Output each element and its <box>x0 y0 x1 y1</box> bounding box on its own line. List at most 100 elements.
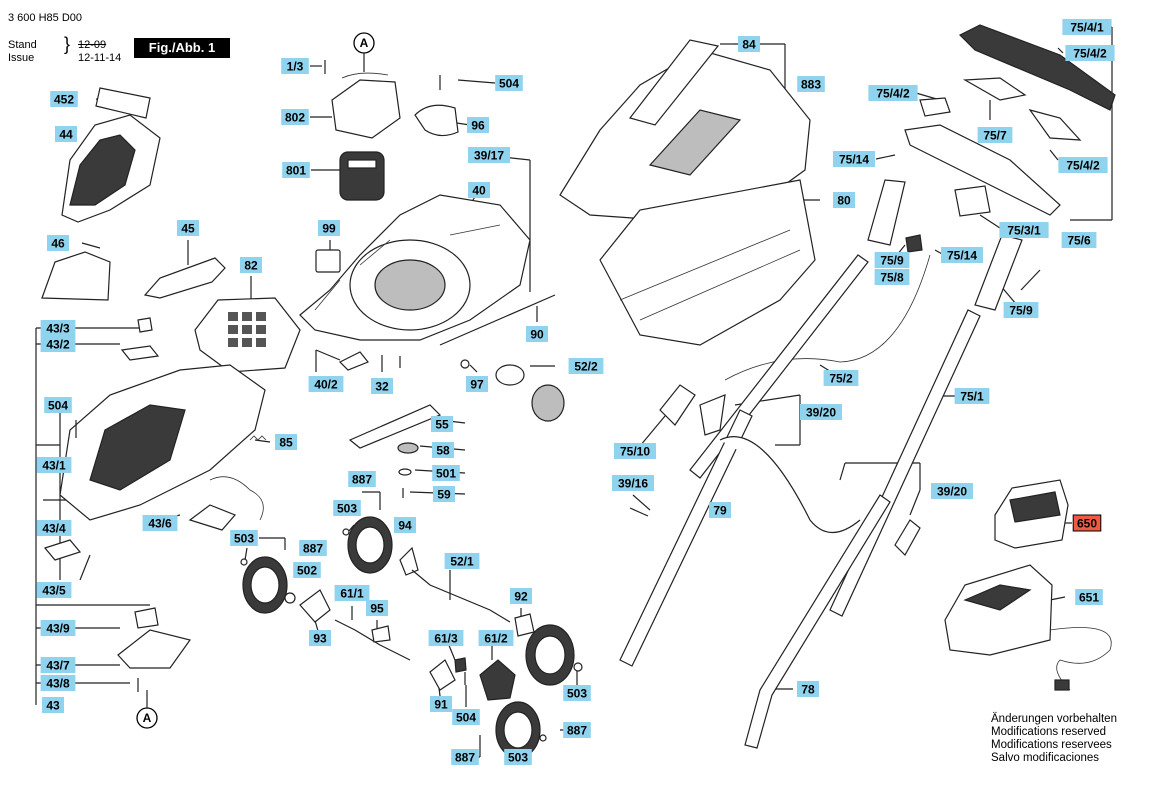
part-label-box <box>823 370 859 386</box>
part-label-text: 39/20 <box>806 406 836 420</box>
part-label: 504 <box>44 397 72 413</box>
part-label: 96 <box>467 117 489 133</box>
part-label: 802 <box>281 109 309 125</box>
part-label-box <box>40 675 76 691</box>
part-label-text: 75/4/2 <box>1066 159 1100 173</box>
part-label-box <box>40 320 76 336</box>
part-label-box <box>275 434 297 450</box>
part-label-text: 651 <box>1079 591 1099 605</box>
part-label-text: 97 <box>470 378 484 392</box>
part-label-box <box>431 416 453 432</box>
part-label-box <box>36 457 72 473</box>
part-label-box <box>308 376 344 392</box>
part-label: 79 <box>709 502 731 518</box>
part-label: 94 <box>394 517 416 533</box>
part-label: 75/14 <box>833 151 875 167</box>
part-label: 75/1 <box>954 388 990 404</box>
part-label-box <box>874 269 910 285</box>
stand-date: 12-09 <box>78 39 107 51</box>
part-label-text: 503 <box>567 687 587 701</box>
part-label-text: 93 <box>313 632 327 646</box>
part-label: 85 <box>275 434 297 450</box>
part-label: 75/6 <box>1061 232 1097 248</box>
part-label: 503 <box>333 500 361 516</box>
part-label-text: 52/1 <box>450 555 474 569</box>
part-label-text: 1/3 <box>287 60 304 74</box>
part-label-box <box>177 220 199 236</box>
part-label: 452 <box>50 91 78 107</box>
part-label-box <box>504 749 532 765</box>
part-label: 99 <box>318 220 340 236</box>
part-label-box <box>50 91 78 107</box>
note-de: Änderungen vorbehalten <box>991 713 1117 725</box>
part-label: 43/6 <box>142 515 178 531</box>
part-label-text: 801 <box>286 164 306 178</box>
part-label: 887 <box>563 722 591 738</box>
part-label-text: 45 <box>181 222 195 236</box>
part-label-box <box>1058 157 1108 173</box>
part-label-box <box>954 388 990 404</box>
part-label: 504 <box>495 75 523 91</box>
part-labels: 1/35048029680139/17409982454524446848838… <box>36 19 1115 765</box>
part-label: 52/1 <box>444 553 480 569</box>
part-label: 887 <box>451 749 479 765</box>
part-label-box <box>1061 232 1097 248</box>
part-label-text: 503 <box>234 532 254 546</box>
part-label-text: 75/1 <box>960 390 984 404</box>
part-label: 46 <box>47 235 69 251</box>
part-label-box <box>612 475 654 491</box>
reference-markers: A A <box>136 32 375 729</box>
part-label: 651 <box>1075 589 1103 605</box>
part-label-text: 92 <box>514 590 528 604</box>
part-label-box <box>428 630 464 646</box>
part-label: 1/3 <box>281 58 309 74</box>
part-label: 52/2 <box>568 358 604 374</box>
part-label-box <box>299 540 327 556</box>
part-label-box <box>568 358 604 374</box>
part-label: 61/2 <box>478 630 514 646</box>
part-label-text: 32 <box>375 380 389 394</box>
part-label-text: 52/2 <box>574 360 598 374</box>
note-es: Salvo modificaciones <box>991 752 1100 764</box>
part-label-box <box>452 709 480 725</box>
part-label-box <box>282 162 310 178</box>
part-label-box <box>563 685 591 701</box>
part-label: 80 <box>833 192 855 208</box>
part-label-box <box>334 585 370 601</box>
issue-date: 12-11-14 <box>78 52 122 64</box>
part-label-box <box>526 326 548 342</box>
part-label-box <box>281 58 309 74</box>
part-label: 75/9 <box>874 252 910 268</box>
part-label: 801 <box>282 162 310 178</box>
part-label: 39/20 <box>931 483 973 499</box>
part-label-text: 96 <box>471 119 485 133</box>
part-label-box <box>142 515 178 531</box>
part-label: 75/4/2 <box>1065 45 1115 61</box>
part-label-text: 40/2 <box>314 378 338 392</box>
part-label-text: 40 <box>472 184 486 198</box>
part-label-box <box>1003 302 1039 318</box>
part-label: 887 <box>348 471 376 487</box>
part-label-text: 55 <box>435 418 449 432</box>
part-label-box <box>430 696 452 712</box>
part-label-box <box>348 471 376 487</box>
marker-a-top: A <box>360 36 369 50</box>
part-label-text: 75/8 <box>880 271 904 285</box>
part-label: 92 <box>510 588 532 604</box>
part-label-text: 91 <box>434 698 448 712</box>
part-label-text: 43/9 <box>46 622 70 636</box>
part-label-text: 79 <box>713 504 727 518</box>
part-label: 61/1 <box>334 585 370 601</box>
part-label: 39/20 <box>800 404 842 420</box>
part-label: 503 <box>230 530 258 546</box>
part-label-text: 75/3/1 <box>1007 224 1041 238</box>
note-fr: Modifications reservees <box>991 739 1112 751</box>
part-label: 75/4/2 <box>1058 157 1108 173</box>
part-label: 97 <box>466 376 488 392</box>
part-label-box <box>240 257 262 273</box>
part-label-box <box>36 520 72 536</box>
part-label: 44 <box>55 126 77 142</box>
part-label-text: 61/3 <box>434 632 458 646</box>
part-label-box <box>230 530 258 546</box>
